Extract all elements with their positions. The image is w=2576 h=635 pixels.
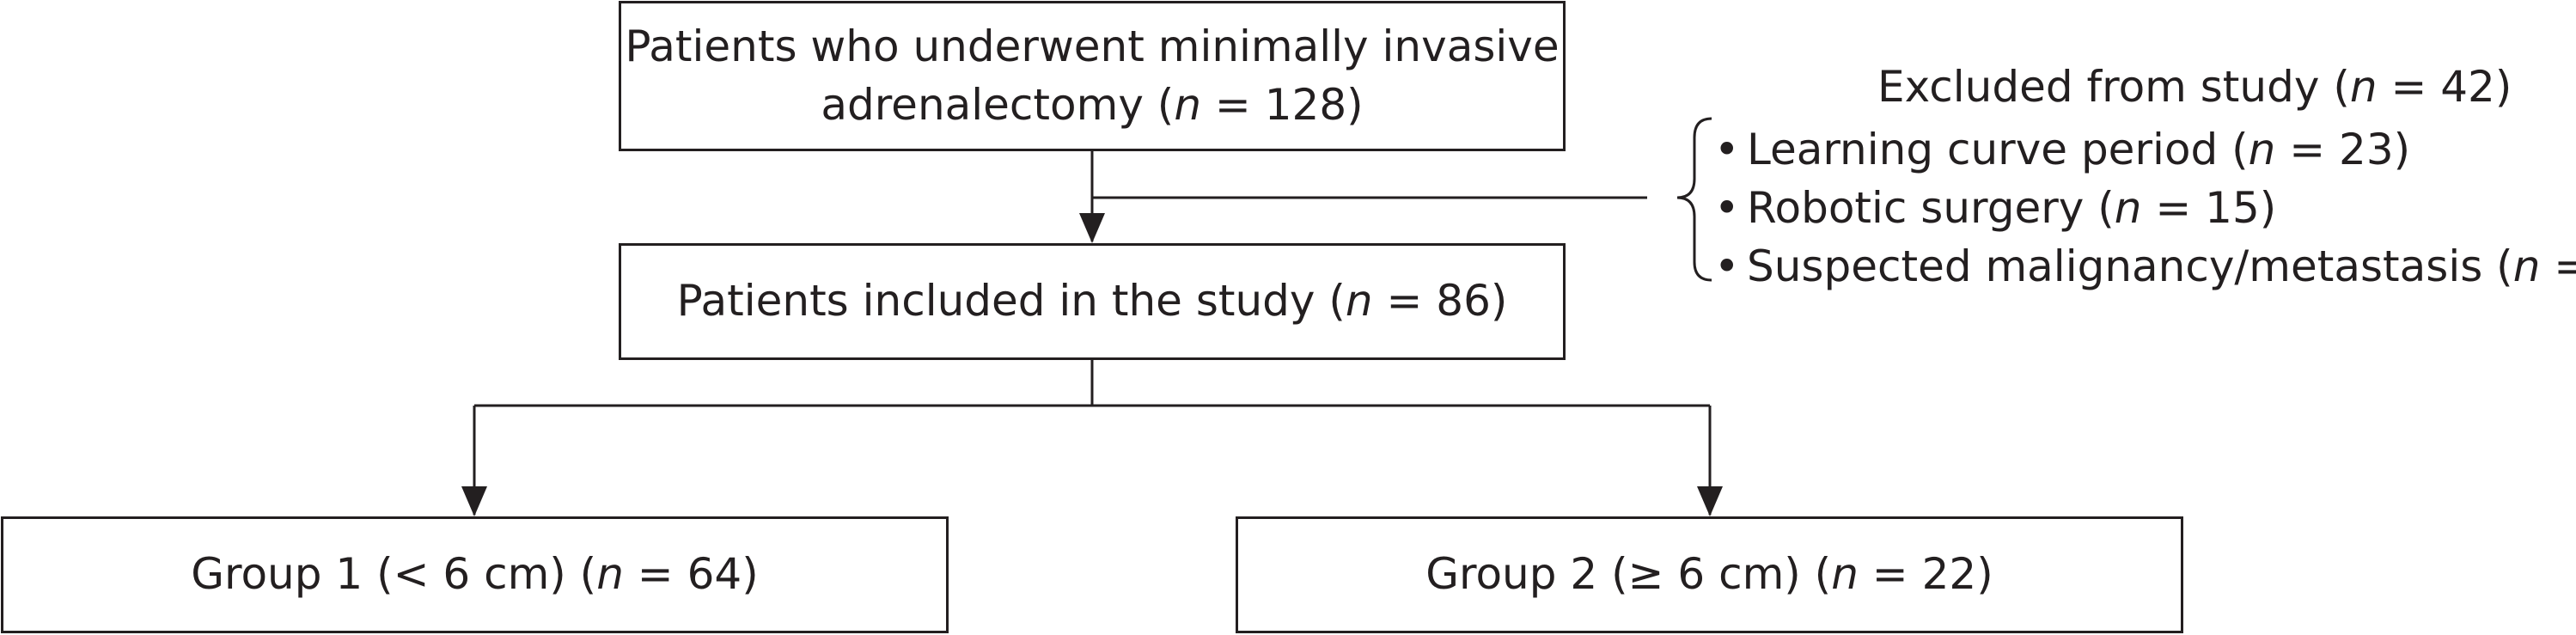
box-group1-n: n — [596, 549, 624, 600]
exclusion-title-prefix: Excluded from study ( — [1877, 62, 2350, 112]
exclusion-item-learning-curve: •Learning curve period (n = 23) — [1714, 120, 2576, 179]
exclusion-title-n: n — [2349, 62, 2378, 112]
exclusion-item-label: Suspected malignancy/metastasis ( — [1747, 241, 2513, 291]
exclusion-title: Excluded from study (n = 42) — [1877, 62, 2512, 112]
arrowhead-group2 — [1697, 486, 1723, 516]
box-group2-n: n — [1831, 549, 1859, 600]
box-group1-count: = 64) — [623, 549, 759, 600]
arrowhead-included — [1079, 213, 1105, 243]
box-included-text: Patients included in the study (n = 86) — [677, 272, 1508, 331]
exclusion-item-count: = 15) — [2141, 183, 2277, 233]
exclusion-item-n: n — [2512, 241, 2541, 291]
exclusion-item-count: = 4) — [2554, 241, 2576, 291]
box-top-n: n — [1174, 79, 1202, 130]
box-group1-prefix: Group 1 (< 6 cm) ( — [191, 549, 597, 600]
bullet-icon: • — [1714, 241, 1740, 291]
box-group2-text: Group 2 (≥ 6 cm) (n = 22) — [1425, 546, 1993, 604]
exclusion-item-robotic-surgery: •Robotic surgery (n = 15) — [1714, 179, 2576, 237]
exclusion-item-count: = 23) — [2275, 125, 2411, 174]
bullet-icon: • — [1714, 183, 1740, 233]
exclusion-item-suspected-malignancy: •Suspected malignancy/metastasis (n = 4) — [1714, 237, 2576, 296]
box-underwent-adrenalectomy: Patients who underwent minimally invasiv… — [619, 1, 1566, 151]
box-included-prefix: Patients included in the study ( — [676, 276, 1346, 327]
exclusion-list: •Learning curve period (n = 23) •Robotic… — [1714, 120, 2576, 296]
box-group2-prefix: Group 2 (≥ 6 cm) ( — [1425, 549, 1832, 600]
exclusion-item-label: Robotic surgery ( — [1747, 183, 2115, 233]
exclusion-panel: Excluded from study (n = 42) •Learning c… — [1680, 62, 2576, 292]
arrowhead-group1 — [461, 486, 487, 516]
box-group2-count: = 22) — [1858, 549, 1993, 600]
box-top-line2-prefix: adrenalectomy ( — [821, 79, 1175, 130]
exclusion-brace — [1676, 117, 1712, 282]
box-included-count: = 86) — [1372, 276, 1508, 327]
box-group1-text: Group 1 (< 6 cm) (n = 64) — [191, 546, 758, 604]
box-included-n: n — [1345, 276, 1373, 327]
box-group-2: Group 2 (≥ 6 cm) (n = 22) — [1236, 516, 2183, 633]
box-top-line2-count: = 128) — [1201, 79, 1364, 130]
exclusion-item-n: n — [2114, 183, 2142, 233]
exclusion-item-label: Learning curve period ( — [1747, 125, 2249, 174]
box-top-line2: adrenalectomy (n = 128) — [625, 76, 1559, 135]
box-group-1: Group 1 (< 6 cm) (n = 64) — [1, 516, 949, 633]
bullet-icon: • — [1714, 125, 1740, 174]
box-included-patients: Patients included in the study (n = 86) — [619, 243, 1566, 360]
box-top-line1: Patients who underwent minimally invasiv… — [625, 21, 1560, 71]
exclusion-item-n: n — [2248, 125, 2276, 174]
exclusion-title-count: = 42) — [2377, 62, 2512, 112]
